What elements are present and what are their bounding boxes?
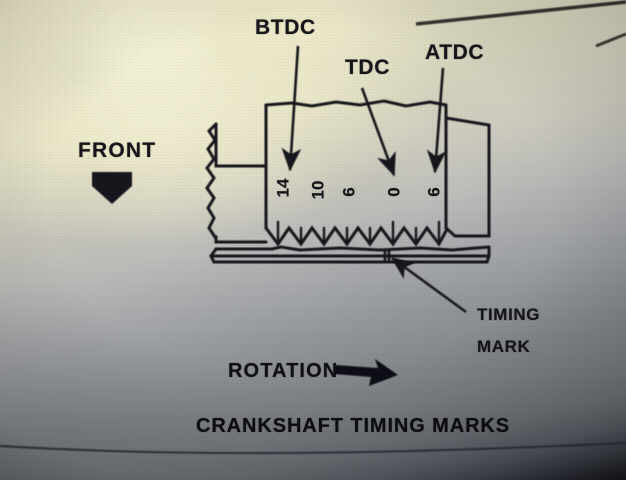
scanned-manual-page: BTDC TDC ATDC FRONT ROTATION TIMING MARK… xyxy=(0,0,626,480)
lens-vignette xyxy=(0,0,626,480)
